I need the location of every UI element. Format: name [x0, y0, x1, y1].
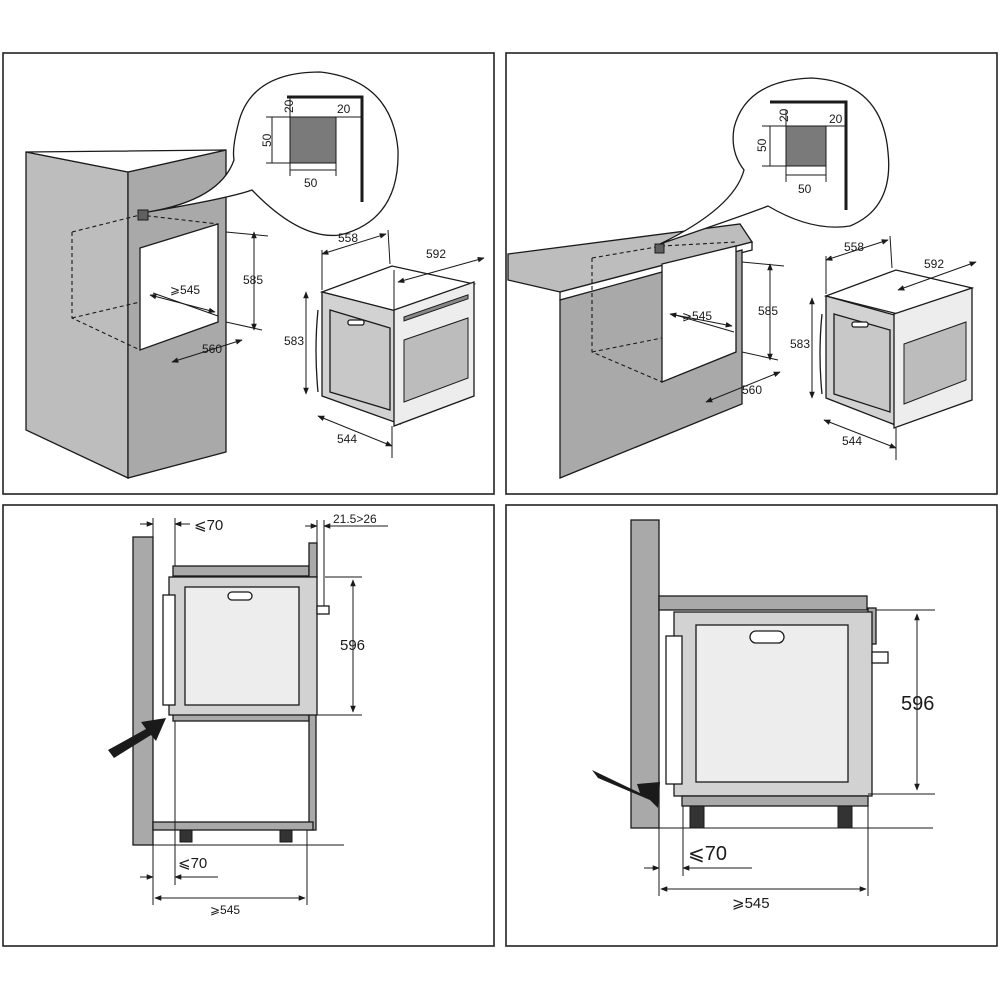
niche-depth-label: ⩾545 — [210, 903, 240, 917]
vent-detail-callout: 20 20 50 50 — [659, 77, 890, 245]
oven-depth-label: 592 — [924, 257, 944, 271]
niche-depth-label: ⩾545 — [732, 895, 770, 912]
push-arrow-icon — [592, 770, 660, 808]
top-gap-label: ⩽70 — [194, 517, 223, 534]
panel-top-left: 20 20 50 50 ⩾545 585 560 558 — [2, 52, 495, 495]
oven-isometric — [315, 265, 477, 427]
niche-width-label: 560 — [202, 342, 222, 356]
oven-height-label: 596 — [901, 693, 934, 715]
niche-height-label: 585 — [758, 304, 778, 318]
vent-detail-callout: 20 20 50 50 — [147, 71, 399, 237]
niche-depth-label: ⩾545 — [170, 283, 200, 297]
oven-isometric — [819, 269, 975, 429]
niche-width-label: 560 — [742, 383, 762, 397]
oven-height-label: 583 — [790, 337, 810, 351]
vent-dim-top-left: 20 — [282, 99, 296, 113]
oven-base-label: 544 — [842, 434, 862, 448]
vent-dim-width: 50 — [304, 176, 318, 190]
oven-base-label: 544 — [337, 432, 357, 446]
panel-bottom-right: 596 ⩽70 ⩾545 — [505, 504, 998, 947]
vent-dim-top-right: 20 — [337, 102, 351, 116]
vent-dim-height: 50 — [755, 138, 769, 152]
oven-height-label: 583 — [284, 334, 304, 348]
push-arrow-icon — [108, 718, 166, 758]
panel-bottom-left: ⩽70 21.5>26 596 ⩽70 ⩾545 — [2, 504, 495, 947]
vent-dim-height: 50 — [260, 133, 274, 147]
bottom-gap-label: ⩽70 — [178, 855, 207, 872]
niche-depth-label: ⩾545 — [682, 309, 712, 323]
vent-dim-side: 20 — [829, 112, 843, 126]
vent-dim-width: 50 — [798, 182, 812, 196]
oven-height-label: 596 — [340, 637, 365, 654]
oven-width-label: 558 — [338, 231, 358, 245]
oven-width-label: 558 — [844, 240, 864, 254]
panel-top-right: 20 20 50 50 ⩾545 585 560 558 592 583 — [505, 52, 998, 495]
vent-dim-top: 20 — [777, 108, 791, 122]
niche-height-label: 585 — [243, 273, 263, 287]
gap-label: ⩽70 — [688, 843, 727, 865]
top-right-gap-label: 21.5>26 — [333, 512, 377, 526]
oven-depth-label: 592 — [426, 247, 446, 261]
